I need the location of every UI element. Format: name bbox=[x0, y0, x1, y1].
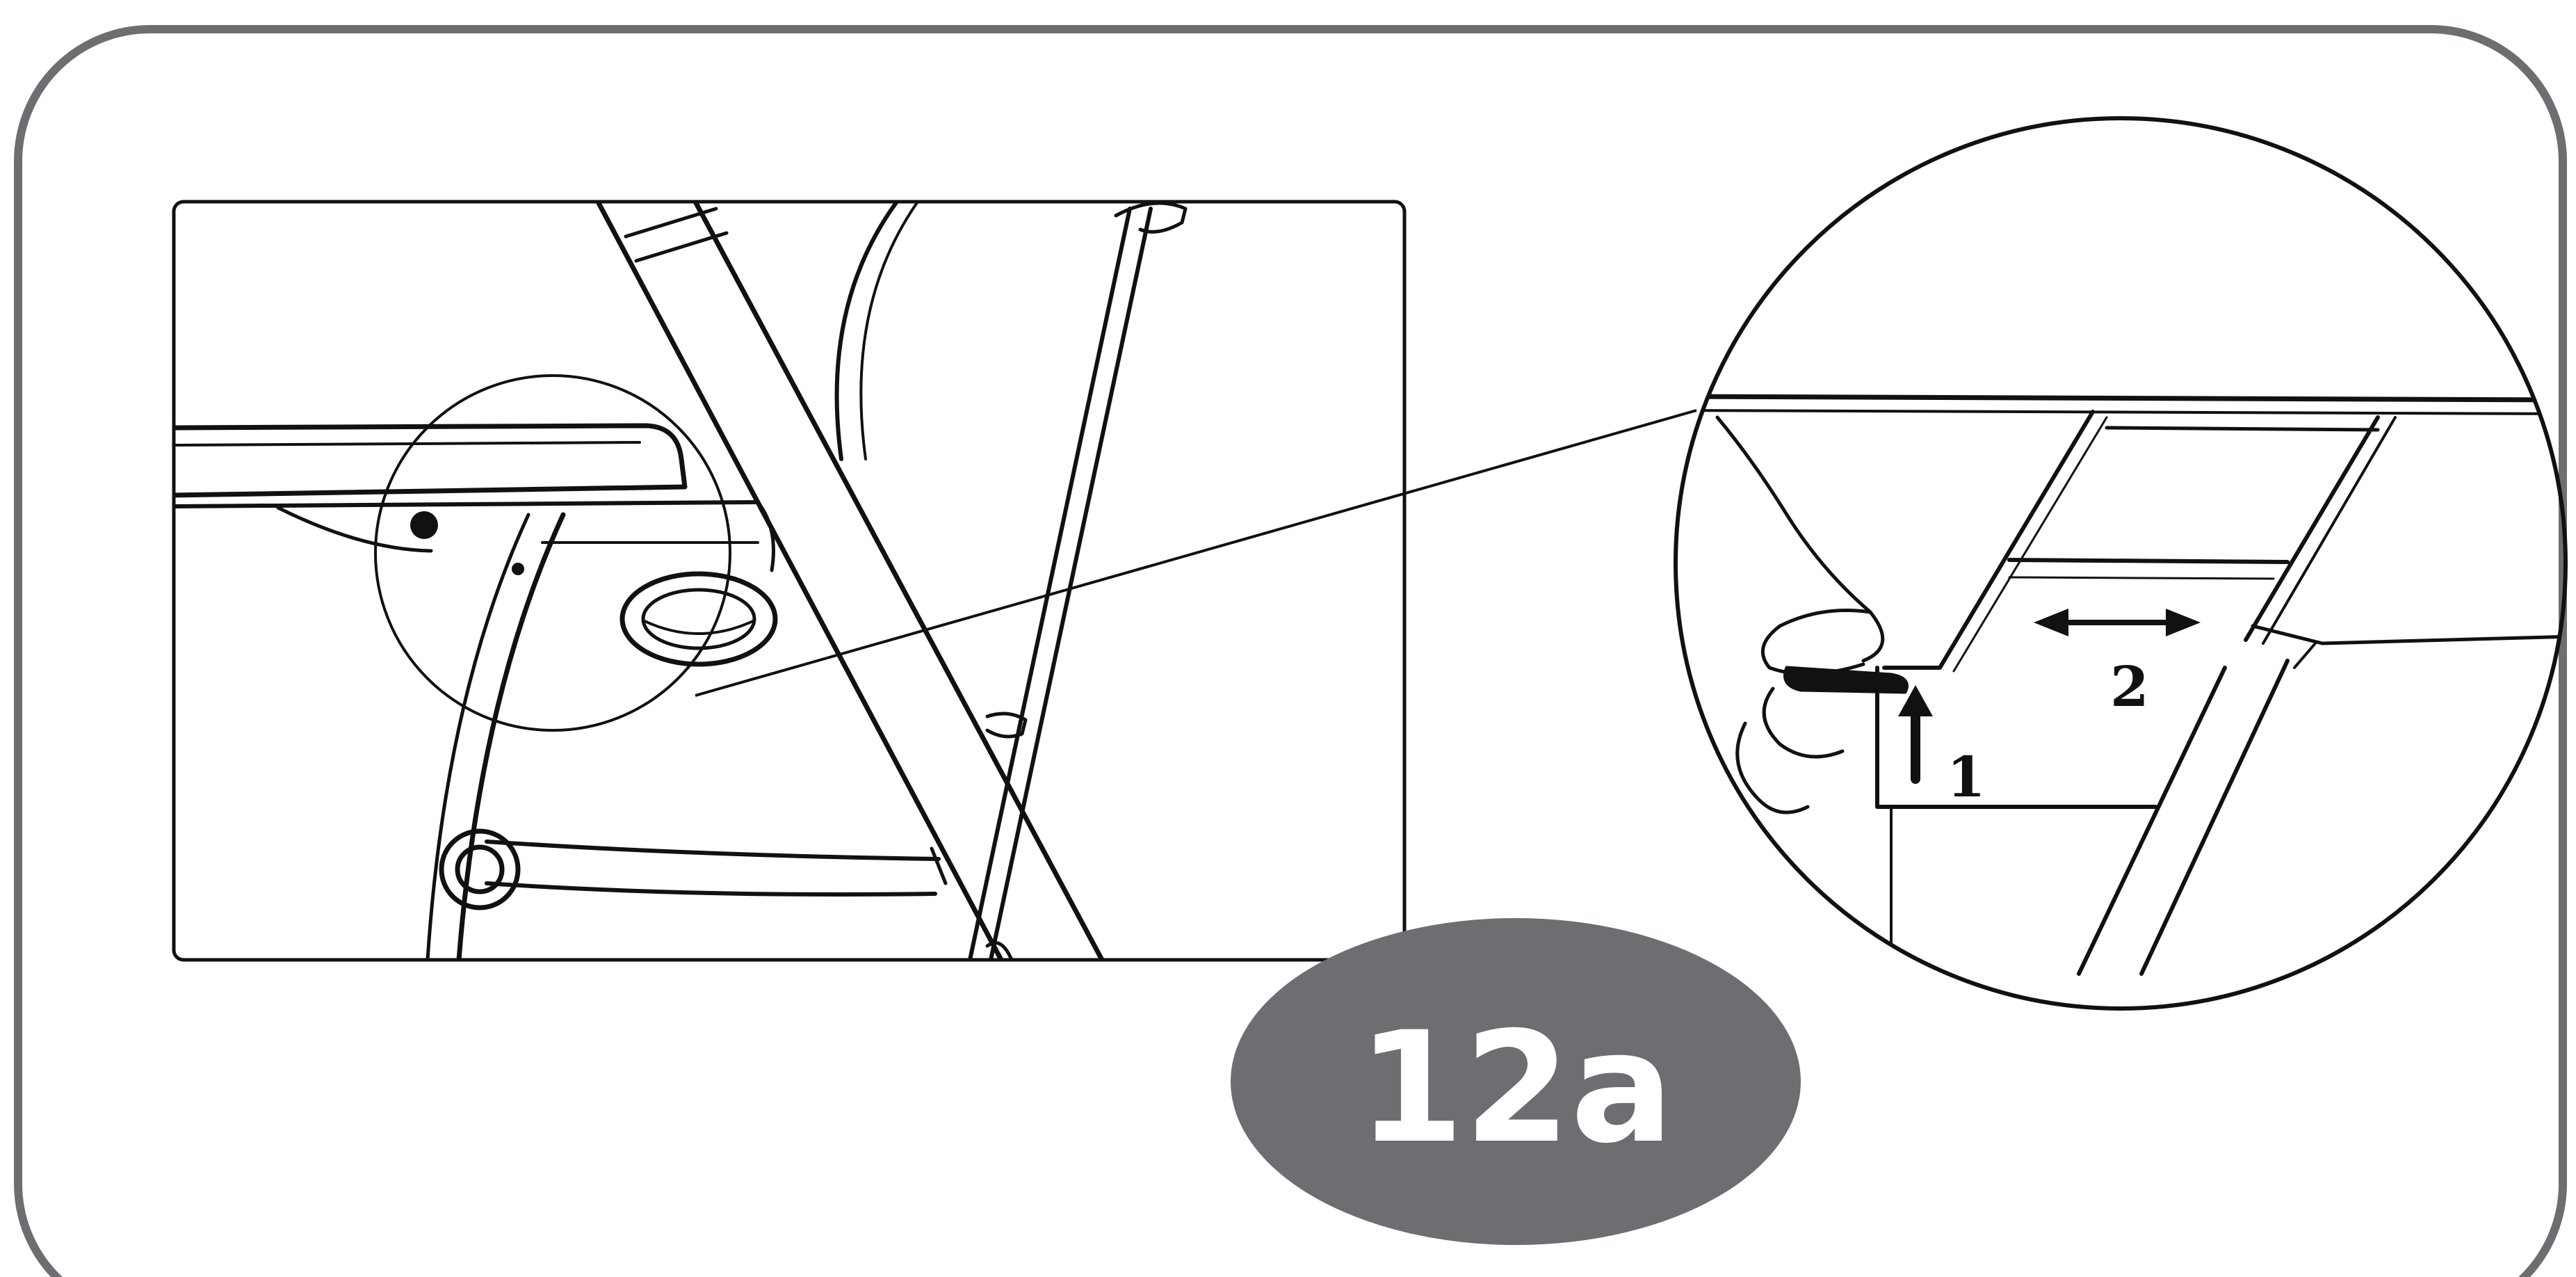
step-badge-shape bbox=[1231, 918, 1801, 1245]
step-badge-label: 12a bbox=[1358, 999, 1674, 1177]
zoom-circle bbox=[1674, 116, 2568, 1011]
zoom-leader-line bbox=[695, 409, 1697, 697]
overview-panel bbox=[172, 200, 1407, 962]
hinge-wheel bbox=[439, 828, 521, 910]
footrest-drawing bbox=[485, 840, 948, 897]
step-badge: 12a bbox=[1231, 918, 1801, 1245]
tray-pin bbox=[410, 511, 438, 539]
tray-drawing bbox=[174, 423, 775, 572]
overview-panel-border bbox=[172, 200, 1407, 962]
front-leg-drawing bbox=[595, 202, 1105, 960]
step-label-1: 1 bbox=[1947, 744, 1986, 810]
detail-highlight-circle bbox=[374, 374, 731, 732]
step-label-2: 2 bbox=[2110, 654, 2149, 719]
rear-strut-drawing bbox=[968, 202, 1188, 960]
arrow-left-right-icon bbox=[2034, 609, 2201, 636]
tray-release-handle bbox=[619, 571, 778, 667]
arrow-up-icon bbox=[1898, 685, 1933, 784]
zoom-detail: 1 2 bbox=[1674, 116, 2568, 1011]
